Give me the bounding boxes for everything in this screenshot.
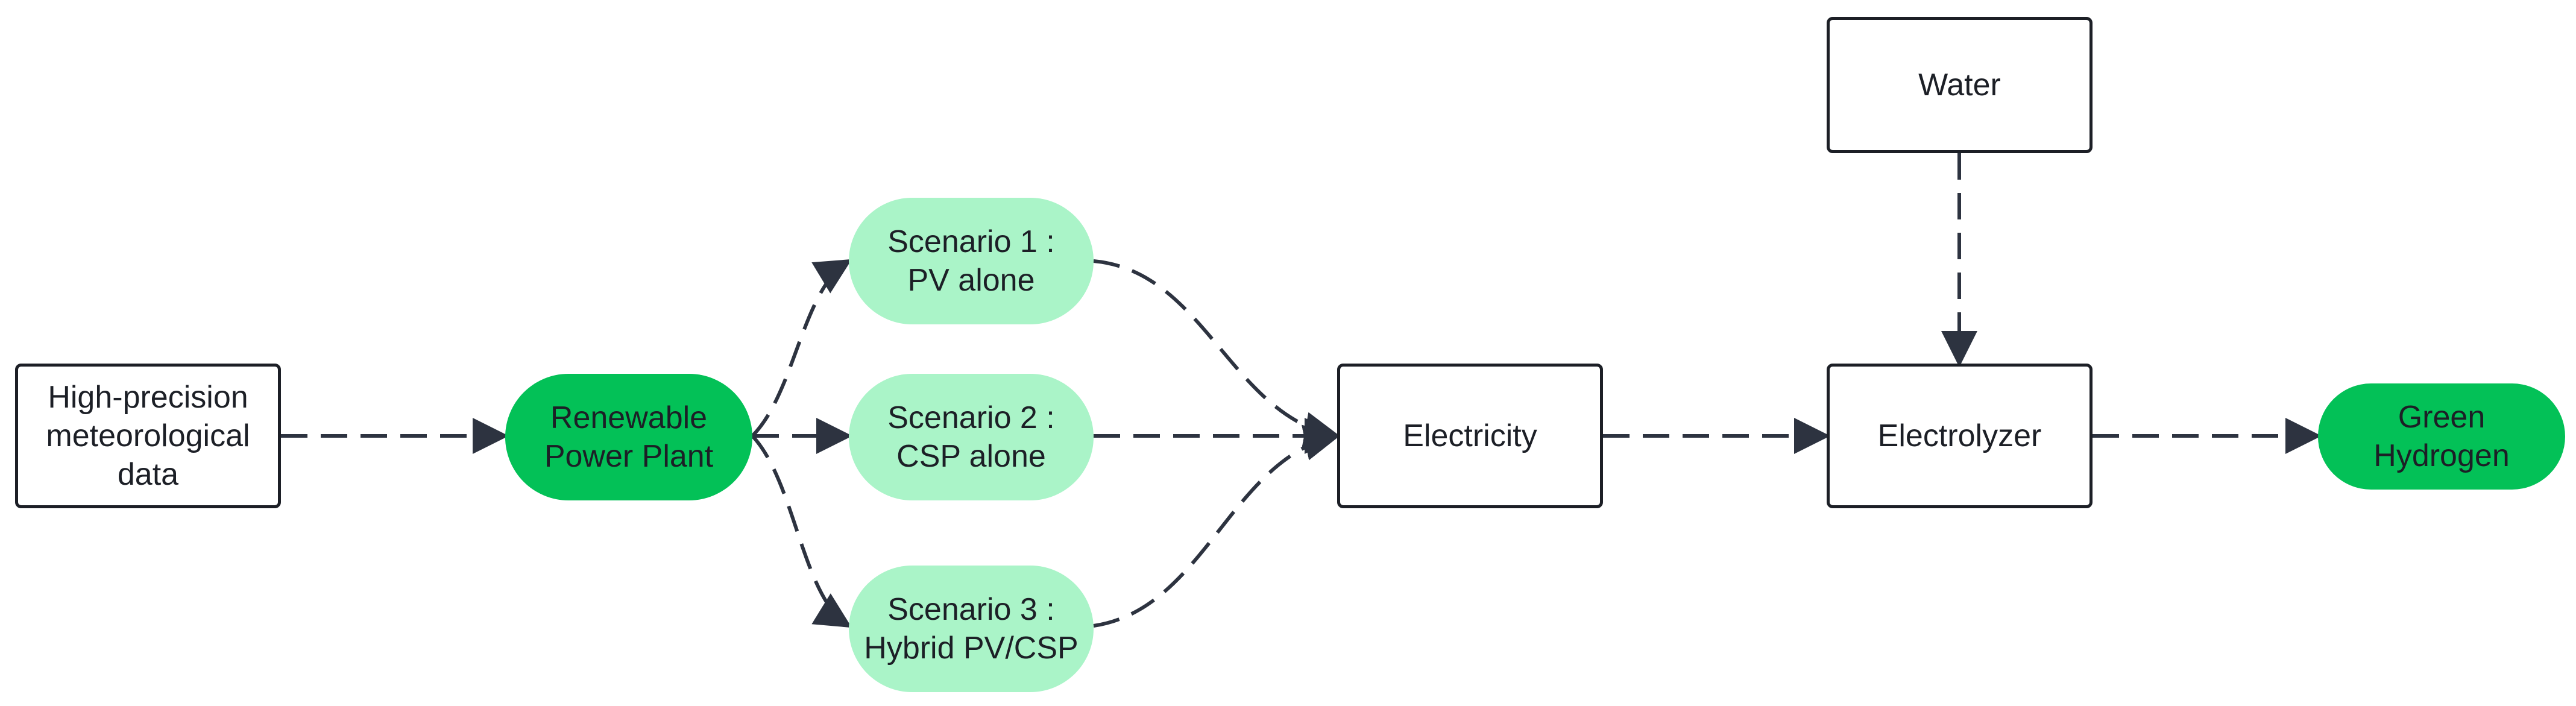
electrolyzer-node: Electrolyzer <box>1827 364 2093 508</box>
green-hydrogen-node: Green Hydrogen <box>2318 383 2565 490</box>
scenario-3-node: Scenario 3 : Hybrid PV/CSP <box>849 566 1094 692</box>
water-node: Water <box>1827 17 2093 153</box>
scenario-2-node: Scenario 2 : CSP alone <box>849 374 1094 500</box>
electricity-node: Electricity <box>1337 364 1603 508</box>
green-hydrogen-label: Green Hydrogen <box>2373 400 2510 473</box>
renewable-power-plant-label: Renewable Power Plant <box>544 400 714 474</box>
scenario-1-label: Scenario 1 : PV alone <box>887 224 1055 298</box>
electricity-label: Electricity <box>1403 418 1537 453</box>
scenario-2-label: Scenario 2 : CSP alone <box>887 400 1055 474</box>
scenario-3-label: Scenario 3 : Hybrid PV/CSP <box>864 592 1079 666</box>
water-label: Water <box>1918 68 2001 102</box>
arrow-plant-to-scenario3 <box>751 434 852 628</box>
electrolyzer-label: Electrolyzer <box>1877 418 2042 453</box>
renewable-power-plant-node: Renewable Power Plant <box>505 374 752 500</box>
meteorological-data-label: High-precision meteorological data <box>46 380 250 492</box>
scenario-1-node: Scenario 1 : PV alone <box>849 198 1094 324</box>
arrow-plant-to-scenario1 <box>751 259 852 438</box>
meteorological-data-node: High-precision meteorological data <box>15 364 281 508</box>
arrow-scenario1-to-electricity <box>1093 259 1341 448</box>
arrow-scenario3-to-electricity <box>1093 424 1341 628</box>
